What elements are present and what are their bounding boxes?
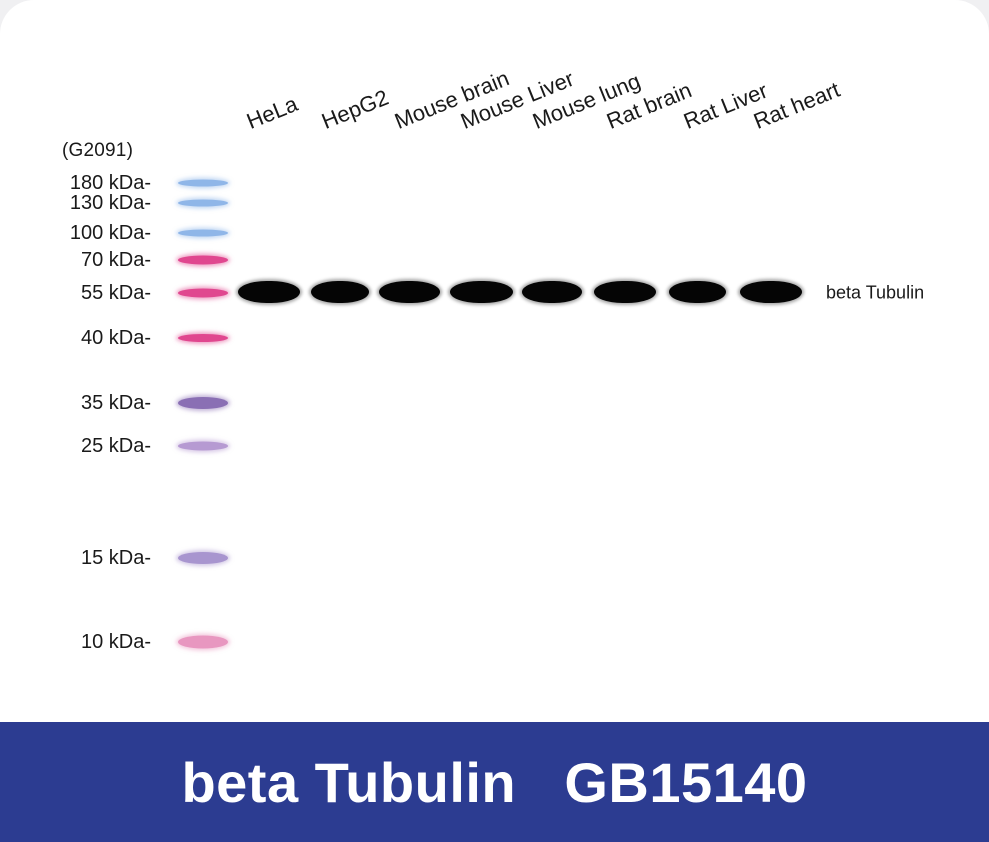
ladder-band bbox=[178, 334, 228, 342]
sample-band bbox=[522, 281, 582, 303]
target-band-label: beta Tubulin bbox=[826, 282, 925, 303]
sample-band bbox=[450, 281, 513, 303]
ladder-band bbox=[178, 179, 228, 187]
marker-label: 15 kDa- bbox=[80, 547, 151, 569]
ladder-id: (G2091) bbox=[62, 140, 134, 161]
marker-label: 55 kDa- bbox=[80, 282, 151, 304]
marker-label: 40 kDa- bbox=[80, 327, 151, 349]
lane-label: HepG2 bbox=[318, 84, 393, 134]
ladder-band bbox=[178, 552, 228, 564]
marker-label: 130 kDa- bbox=[69, 192, 151, 214]
ladder-band bbox=[178, 288, 228, 298]
sample-band bbox=[311, 281, 369, 303]
ladder-band bbox=[178, 441, 228, 451]
sample-band bbox=[740, 281, 802, 303]
ladder-band bbox=[178, 635, 228, 649]
ladder-band bbox=[178, 255, 228, 265]
marker-label: 180 kDa- bbox=[69, 172, 151, 194]
banner-title: beta Tubulin GB15140 bbox=[181, 750, 808, 814]
sample-band bbox=[669, 281, 726, 303]
ladder-band bbox=[178, 229, 228, 237]
sample-band bbox=[594, 281, 656, 303]
marker-label: 25 kDa- bbox=[80, 435, 151, 457]
marker-label: 70 kDa- bbox=[80, 249, 151, 271]
ladder-band bbox=[178, 199, 228, 207]
marker-label: 35 kDa- bbox=[80, 392, 151, 414]
title-banner: beta Tubulin GB15140 bbox=[0, 722, 989, 842]
ladder-band bbox=[178, 397, 228, 409]
western-blot: (G2091) 180 kDa-130 kDa- 100 kDa- 70 kDa- 5… bbox=[62, 65, 925, 653]
sample-band bbox=[379, 281, 440, 303]
lane-label: HeLa bbox=[243, 91, 302, 134]
marker-label: 10 kDa- bbox=[80, 631, 151, 653]
marker-label: 100 kDa- bbox=[69, 222, 151, 244]
sample-band bbox=[238, 281, 300, 303]
